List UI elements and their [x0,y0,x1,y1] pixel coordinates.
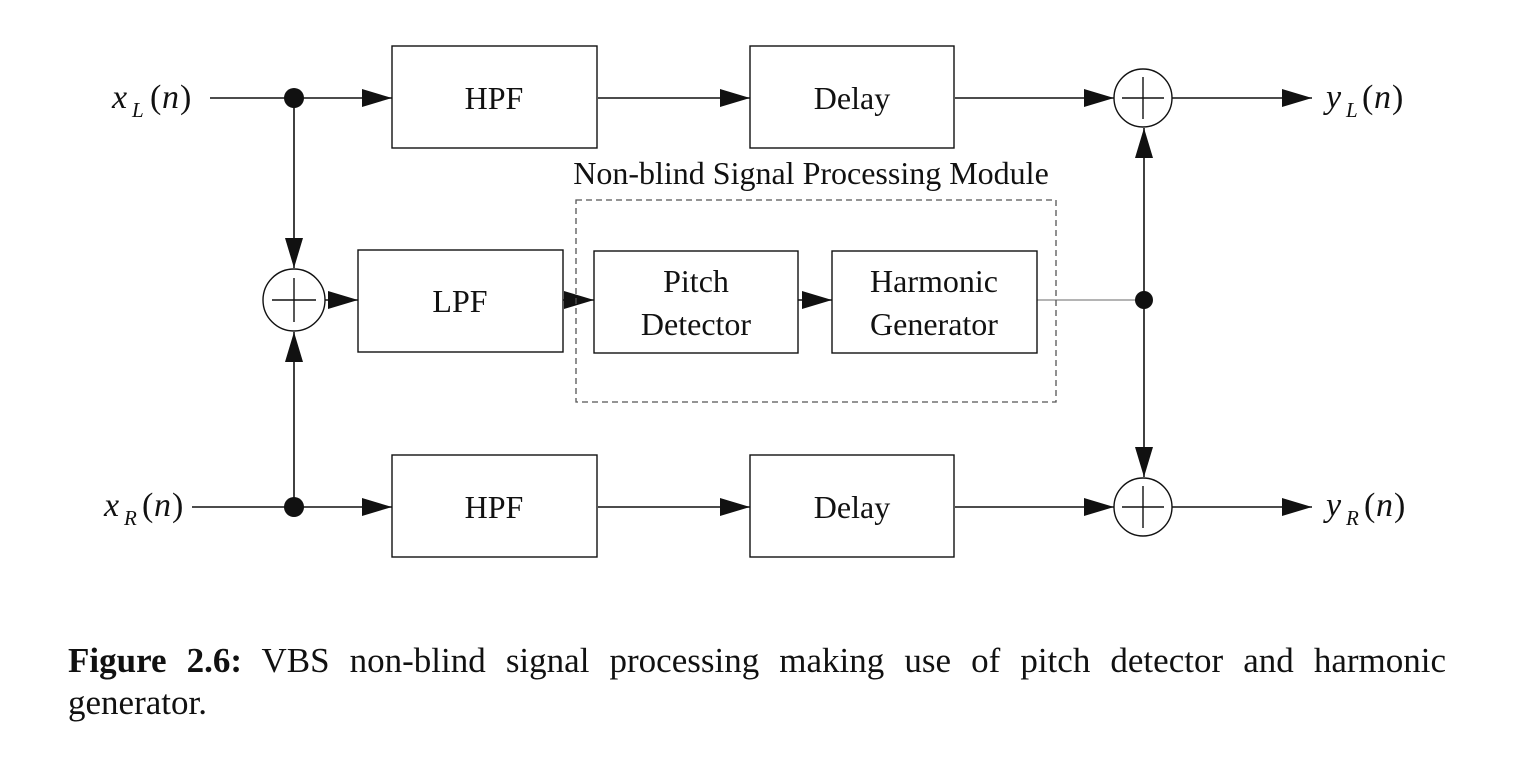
svg-text:Harmonic: Harmonic [870,263,998,299]
svg-text:): ) [1392,79,1403,116]
pitch-detector-block: Pitch Detector [593,250,799,354]
input-left-label: x L ( n ) [111,79,191,122]
svg-text:HPF: HPF [465,489,524,525]
figure-caption: Figure 2.6: VBS non-blind signal process… [68,640,1446,724]
svg-text:y: y [1323,487,1342,524]
summing-junction-mid [262,268,326,332]
svg-text:LPF: LPF [432,283,487,319]
delay-bottom-block: Delay [749,454,955,558]
svg-text:n: n [1374,79,1391,116]
svg-text:(: ( [150,79,161,116]
hpf-top-block: HPF [391,45,598,149]
svg-text:x: x [111,79,127,116]
svg-text:(: ( [1362,79,1373,116]
svg-text:n: n [162,79,179,116]
module-title: Non-blind Signal Processing Module [573,155,1049,191]
svg-text:L: L [1345,98,1358,122]
svg-text:): ) [172,487,183,524]
svg-text:(: ( [142,487,153,524]
output-left-label: y L ( n ) [1323,79,1403,122]
svg-text:R: R [1345,506,1359,530]
caption-text: VBS non-blind signal processing making u… [68,641,1446,722]
output-right-label: y R ( n ) [1323,487,1405,530]
hpf-bottom-block: HPF [391,454,598,558]
junction-dot-top [284,88,304,108]
junction-dot-bottom [284,497,304,517]
svg-text:): ) [180,79,191,116]
summing-junction-bottom [1113,477,1173,537]
svg-text:Delay: Delay [814,80,890,116]
svg-text:HPF: HPF [465,80,524,116]
svg-text:L: L [131,98,144,122]
svg-text:n: n [1376,487,1393,524]
harmonic-generator-block: Harmonic Generator [831,250,1038,354]
svg-text:Detector: Detector [641,306,752,342]
summing-junction-top [1113,68,1173,128]
non-blind-module-frame [575,199,1057,403]
svg-text:Pitch: Pitch [663,263,729,299]
delay-top-block: Delay [749,45,955,149]
junction-dot-right [1135,291,1153,309]
vbs-block-diagram: x L ( n ) x R ( n ) y L ( n ) y R ( n ) [103,45,1405,558]
caption-label: Figure 2.6: [68,641,242,680]
svg-text:R: R [123,506,137,530]
svg-text:x: x [103,487,119,524]
input-right-label: x R ( n ) [103,487,183,530]
lpf-block: LPF [357,249,564,353]
svg-text:y: y [1323,79,1342,116]
svg-text:Delay: Delay [814,489,890,525]
middle-path-wires [285,98,1153,507]
svg-text:n: n [154,487,171,524]
svg-text:(: ( [1364,487,1375,524]
svg-text:Generator: Generator [870,306,998,342]
svg-text:): ) [1394,487,1405,524]
